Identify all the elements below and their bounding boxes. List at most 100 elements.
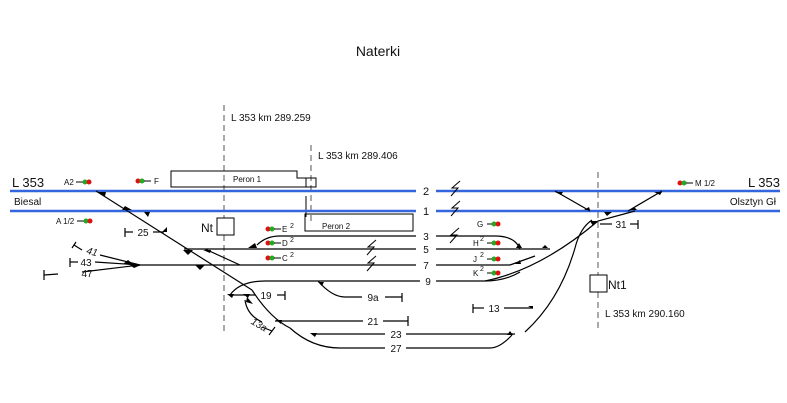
signals: A2 F A 1/2 E 2 bbox=[56, 177, 716, 278]
track-13a-end bbox=[261, 326, 273, 332]
signal-green-light bbox=[491, 221, 497, 227]
signal-D: D 2 bbox=[265, 237, 294, 248]
switch-marker bbox=[276, 320, 282, 324]
track-43-label: 43 bbox=[80, 258, 92, 269]
switch-marker bbox=[162, 227, 167, 232]
signal-red-light bbox=[495, 240, 501, 246]
signal-red-light bbox=[495, 221, 501, 227]
switch-marker bbox=[203, 250, 211, 253]
switch-marker bbox=[130, 265, 141, 268]
switch-marker bbox=[318, 282, 324, 286]
track-41 bbox=[99, 254, 141, 266]
buffer-stops bbox=[43, 220, 639, 336]
platform-1-label: Peron 1 bbox=[233, 175, 262, 184]
station-title: Naterki bbox=[356, 43, 400, 59]
track-27-left bbox=[289, 327, 385, 349]
track-13-label: 13 bbox=[488, 304, 500, 315]
switch-marker bbox=[515, 260, 521, 264]
station-left-label: Biesal bbox=[14, 197, 41, 208]
switch-marker bbox=[243, 294, 250, 298]
track-41-label: 41 bbox=[85, 246, 99, 260]
signal-label: G bbox=[477, 220, 483, 229]
signal-green-light bbox=[83, 218, 89, 224]
switch-marker bbox=[542, 245, 548, 248]
signal-red-light bbox=[495, 256, 501, 262]
signal-G: G bbox=[477, 220, 501, 229]
signal-E: E 2 bbox=[265, 223, 294, 234]
track-5-7-connector bbox=[204, 248, 241, 266]
signal-label: K bbox=[473, 269, 479, 278]
signal-sup: 2 bbox=[480, 252, 484, 259]
switch-marker bbox=[528, 306, 533, 309]
switch-marker bbox=[555, 192, 563, 195]
signal-red-light bbox=[86, 179, 92, 185]
km-marker-label: L 353 km 290.160 bbox=[605, 309, 685, 320]
signal-red-light bbox=[135, 178, 141, 184]
track-curve-21 bbox=[251, 289, 291, 329]
signal-green-light bbox=[681, 180, 687, 186]
switch-marker bbox=[144, 212, 150, 217]
track-13a bbox=[244, 299, 263, 323]
signal-label: D bbox=[282, 239, 288, 248]
switch-marker bbox=[123, 260, 133, 264]
signal-K: K 2 bbox=[473, 266, 501, 278]
section-break-icon bbox=[449, 227, 460, 244]
signal-red-light bbox=[677, 180, 683, 186]
switch-marker bbox=[516, 243, 522, 248]
signal-sup: 2 bbox=[290, 252, 294, 259]
signal-green-light bbox=[139, 178, 145, 184]
signal-green-light bbox=[491, 240, 497, 246]
switch-marker bbox=[310, 333, 317, 337]
switch-marker bbox=[246, 297, 253, 304]
section-break-icon bbox=[450, 180, 461, 197]
signal-label: E bbox=[282, 225, 287, 234]
switch-marker bbox=[507, 331, 513, 335]
track-41-end bbox=[73, 244, 83, 251]
track-43 bbox=[94, 261, 141, 266]
track-9a-label: 9a bbox=[367, 293, 379, 304]
track-9-label: 9 bbox=[425, 277, 431, 288]
platform-2 bbox=[304, 213, 414, 232]
track-labels: 3 5 7 9 9a 19 21 23 27 13 25 31 43 47 41… bbox=[80, 220, 627, 355]
secondary-tracks bbox=[43, 190, 663, 349]
signal-M12: M 1/2 bbox=[677, 179, 716, 188]
track-47 bbox=[81, 264, 141, 273]
switch-marker bbox=[604, 212, 612, 216]
nt1-box bbox=[589, 274, 608, 293]
track-diagonal-right bbox=[484, 210, 636, 282]
signal-H: H 2 bbox=[473, 236, 501, 248]
signal-F: F bbox=[135, 177, 159, 186]
track-23-label: 23 bbox=[390, 330, 402, 341]
section-break-icon bbox=[366, 255, 377, 272]
track-3-label: 3 bbox=[423, 232, 429, 243]
track-curve-13 bbox=[524, 219, 593, 333]
signal-sup: 2 bbox=[290, 237, 294, 244]
signal-red-light bbox=[265, 240, 271, 246]
track-13a-label: 13a bbox=[249, 316, 269, 334]
section-insulators bbox=[366, 180, 461, 272]
signal-label: H bbox=[473, 239, 479, 248]
signal-green-light bbox=[82, 179, 88, 185]
signal-label: F bbox=[154, 177, 159, 186]
km-axis-lines bbox=[223, 105, 599, 335]
track-47-label: 47 bbox=[81, 269, 93, 280]
signal-sup: 2 bbox=[480, 266, 484, 273]
signal-sup: 2 bbox=[480, 236, 484, 243]
signal-A2: A2 bbox=[64, 178, 92, 187]
track-31-label: 31 bbox=[615, 220, 627, 231]
track-25-label: 25 bbox=[137, 228, 149, 239]
signal-red-light bbox=[495, 270, 501, 276]
track-diagonal-left bbox=[95, 190, 253, 291]
track-21-label: 21 bbox=[367, 317, 379, 328]
signal-green-light bbox=[269, 240, 275, 246]
switch-marker bbox=[630, 207, 637, 210]
switch-marker bbox=[122, 206, 132, 210]
signal-A12: A 1/2 bbox=[56, 217, 93, 226]
track-47-end bbox=[43, 273, 59, 276]
track-19-label: 19 bbox=[260, 291, 272, 302]
switch-marker bbox=[584, 207, 590, 210]
signal-green-light bbox=[491, 256, 497, 262]
signal-J: J 2 bbox=[473, 252, 501, 264]
line-label-left: L 353 bbox=[12, 175, 44, 190]
